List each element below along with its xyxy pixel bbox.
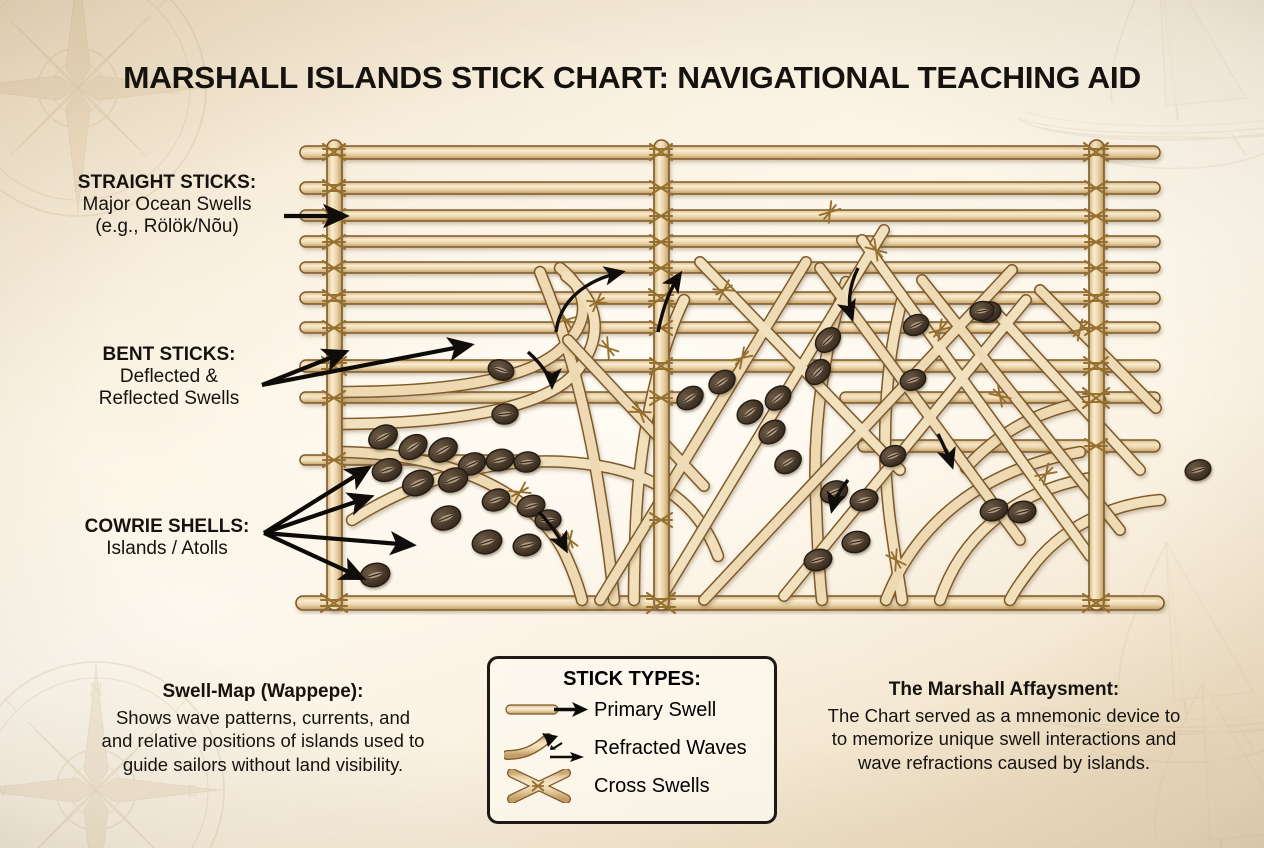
caption-marshall-affaysment-line-1: The Chart served as a mnemonic device to: [827, 704, 1181, 726]
legend-box: STICK TYPES: Primary Swell: [487, 656, 777, 824]
refraction-arrow-up-right: [656, 270, 683, 333]
annotation-bent-sticks-heading: BENT STICKS:: [102, 344, 236, 365]
annotation-bent-sticks-line-1: Deflected &: [119, 366, 219, 388]
refraction-arrow-down-b: [537, 510, 568, 554]
annotation-cowrie-shells-line-1: Islands / Atolls: [106, 538, 228, 560]
legend-item-primary-swell-label: Primary Swell: [594, 698, 717, 721]
refraction-arrow-right-a: [936, 433, 956, 470]
refraction-arrows-group: [526, 266, 956, 554]
refraction-arrow-mid-a: [836, 267, 860, 322]
callout-arrow-bent-sticks-1: [261, 337, 475, 388]
caption-swell-map: Swell-Map (Wappepe): Shows wave patterns…: [48, 680, 478, 776]
annotation-straight-sticks-line-2: (e.g., Rölök/Nõu): [95, 216, 239, 238]
caption-swell-map-line-2: and relative positions of islands used t…: [101, 730, 425, 752]
legend-item-refracted-waves: Refracted Waves: [504, 729, 774, 767]
caption-swell-map-heading: Swell-Map (Wappepe):: [162, 681, 364, 702]
annotation-cowrie-shells: COWRIE SHELLS: Islands / Atolls: [42, 516, 292, 560]
callout-arrow-bent-sticks-2: [261, 348, 350, 387]
caption-swell-map-line-1: Shows wave patterns, currents, and: [115, 706, 411, 728]
callout-arrow-cowrie-2: [263, 492, 375, 535]
annotation-straight-sticks: STRAIGHT STICKS: Major Ocean Swells (e.g…: [42, 172, 292, 238]
legend-item-cross-swells-label: Cross Swells: [594, 774, 710, 797]
lashing-knots-group: [319, 141, 1111, 615]
legend-item-cross-swells: Cross Swells: [504, 767, 774, 805]
caption-marshall-affaysment: The Marshall Affaysment: The Chart serve…: [790, 678, 1218, 774]
annotation-straight-sticks-heading: STRAIGHT STICKS:: [77, 172, 257, 193]
annotation-cowrie-shells-heading: COWRIE SHELLS:: [84, 516, 250, 537]
refraction-arrow-up-left: [554, 266, 626, 333]
legend-item-primary-swell: Primary Swell: [504, 691, 774, 729]
caption-swell-map-line-3: guide sailors without land visibility.: [122, 753, 404, 775]
bent-stick-arrow-icon: [504, 731, 590, 765]
straight-stick-arrow-icon: [504, 693, 590, 727]
annotation-bent-sticks: BENT STICKS: Deflected & Reflected Swell…: [50, 344, 288, 410]
cross-swell-sticks-fill: [563, 225, 1161, 605]
caption-marshall-affaysment-line-3: wave refractions caused by islands.: [857, 751, 1151, 773]
annotation-straight-sticks-line-1: Major Ocean Swells: [82, 194, 252, 216]
callout-arrow-cowrie-1: [262, 465, 373, 535]
legend-item-refracted-waves-label: Refracted Waves: [594, 736, 747, 759]
refraction-arrow-mid-b: [826, 478, 850, 514]
page-title: MARSHALL ISLANDS STICK CHART: NAVIGATION…: [123, 60, 1141, 95]
cowrie-shells-group: [359, 300, 1212, 588]
refraction-arrow-down-a: [526, 350, 562, 390]
legend-heading: STICK TYPES:: [563, 668, 701, 690]
annotation-bent-sticks-line-2: Reflected Swells: [98, 388, 240, 410]
caption-marshall-affaysment-line-2: to memorize unique swell interactions an…: [831, 728, 1177, 750]
callout-arrow-cowrie-3: [263, 530, 417, 556]
callout-arrow-cowrie-4: [263, 531, 367, 581]
caption-marshall-affaysment-heading: The Marshall Affaysment:: [888, 679, 1120, 700]
crossed-sticks-icon: [504, 769, 590, 803]
